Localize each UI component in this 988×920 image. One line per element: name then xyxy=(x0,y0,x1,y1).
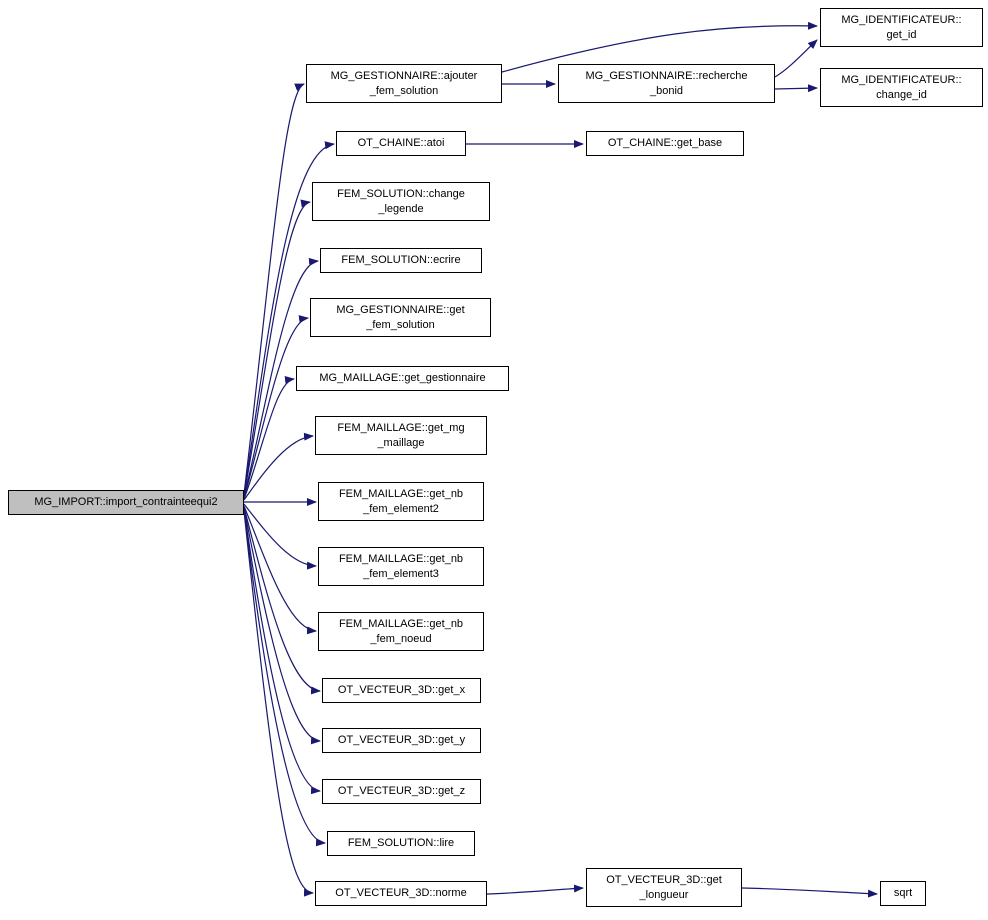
edge-recherche-bonid-to-change-id xyxy=(774,84,818,93)
node-get-base[interactable]: OT_CHAINE::get_base xyxy=(586,131,744,156)
edge-root-to-get-nb-fem-noeud xyxy=(243,505,317,635)
edge-root-to-get-z xyxy=(243,508,321,795)
edge-root-to-get-nb-fem-element3 xyxy=(243,503,317,570)
edge-root-to-ajouter-fem-solution xyxy=(243,83,305,495)
edge-root-to-get-gestionnaire xyxy=(243,376,295,500)
node-norme[interactable]: OT_VECTEUR_3D::norme xyxy=(315,881,487,906)
node-import-contrainteequi2: MG_IMPORT::import_contrainteequi2 xyxy=(8,490,244,515)
node-get-nb-fem-element3[interactable]: FEM_MAILLAGE::get_nb _fem_element3 xyxy=(318,547,484,586)
node-get-gestionnaire[interactable]: MG_MAILLAGE::get_gestionnaire xyxy=(296,366,509,391)
node-get-mg-maillage[interactable]: FEM_MAILLAGE::get_mg _maillage xyxy=(315,416,487,455)
node-sqrt[interactable]: sqrt xyxy=(880,881,926,906)
edge-ajouter-to-get-id xyxy=(501,21,818,73)
node-get-id[interactable]: MG_IDENTIFICATEUR:: get_id xyxy=(820,8,983,47)
edge-root-to-lire xyxy=(243,509,326,847)
node-ajouter-fem-solution[interactable]: MG_GESTIONNAIRE::ajouter _fem_solution xyxy=(306,64,502,103)
node-get-nb-fem-element2[interactable]: FEM_MAILLAGE::get_nb _fem_element2 xyxy=(318,482,484,521)
node-get-nb-fem-noeud[interactable]: FEM_MAILLAGE::get_nb _fem_noeud xyxy=(318,612,484,651)
edge-root-to-get-x xyxy=(243,506,321,695)
node-get-y[interactable]: OT_VECTEUR_3D::get_y xyxy=(322,728,481,753)
edge-root-to-norme xyxy=(243,510,314,897)
edge-get-longueur-to-sqrt xyxy=(741,887,878,898)
node-atoi[interactable]: OT_CHAINE::atoi xyxy=(336,131,466,156)
node-change-id[interactable]: MG_IDENTIFICATEUR:: change_id xyxy=(820,68,983,107)
edge-root-to-atoi xyxy=(243,141,335,496)
edge-root-to-ecrire xyxy=(243,257,319,498)
edge-root-to-get-y xyxy=(243,507,321,745)
edge-root-to-get-fem-solution xyxy=(243,315,309,499)
edge-root-to-change-legende xyxy=(243,199,311,497)
node-get-x[interactable]: OT_VECTEUR_3D::get_x xyxy=(322,678,481,703)
node-lire[interactable]: FEM_SOLUTION::lire xyxy=(327,831,475,856)
node-get-longueur[interactable]: OT_VECTEUR_3D::get _longueur xyxy=(586,868,742,907)
edge-norme-to-get-longueur xyxy=(486,884,584,895)
edge-root-to-get-mg-maillage xyxy=(243,432,314,501)
node-get-fem-solution[interactable]: MG_GESTIONNAIRE::get _fem_solution xyxy=(310,298,491,337)
node-ecrire[interactable]: FEM_SOLUTION::ecrire xyxy=(320,248,482,273)
node-recherche-bonid[interactable]: MG_GESTIONNAIRE::recherche _bonid xyxy=(558,64,775,103)
edge-recherche-bonid-to-get-id xyxy=(774,39,818,78)
node-get-z[interactable]: OT_VECTEUR_3D::get_z xyxy=(322,779,481,804)
node-change-legende[interactable]: FEM_SOLUTION::change _legende xyxy=(312,182,490,221)
